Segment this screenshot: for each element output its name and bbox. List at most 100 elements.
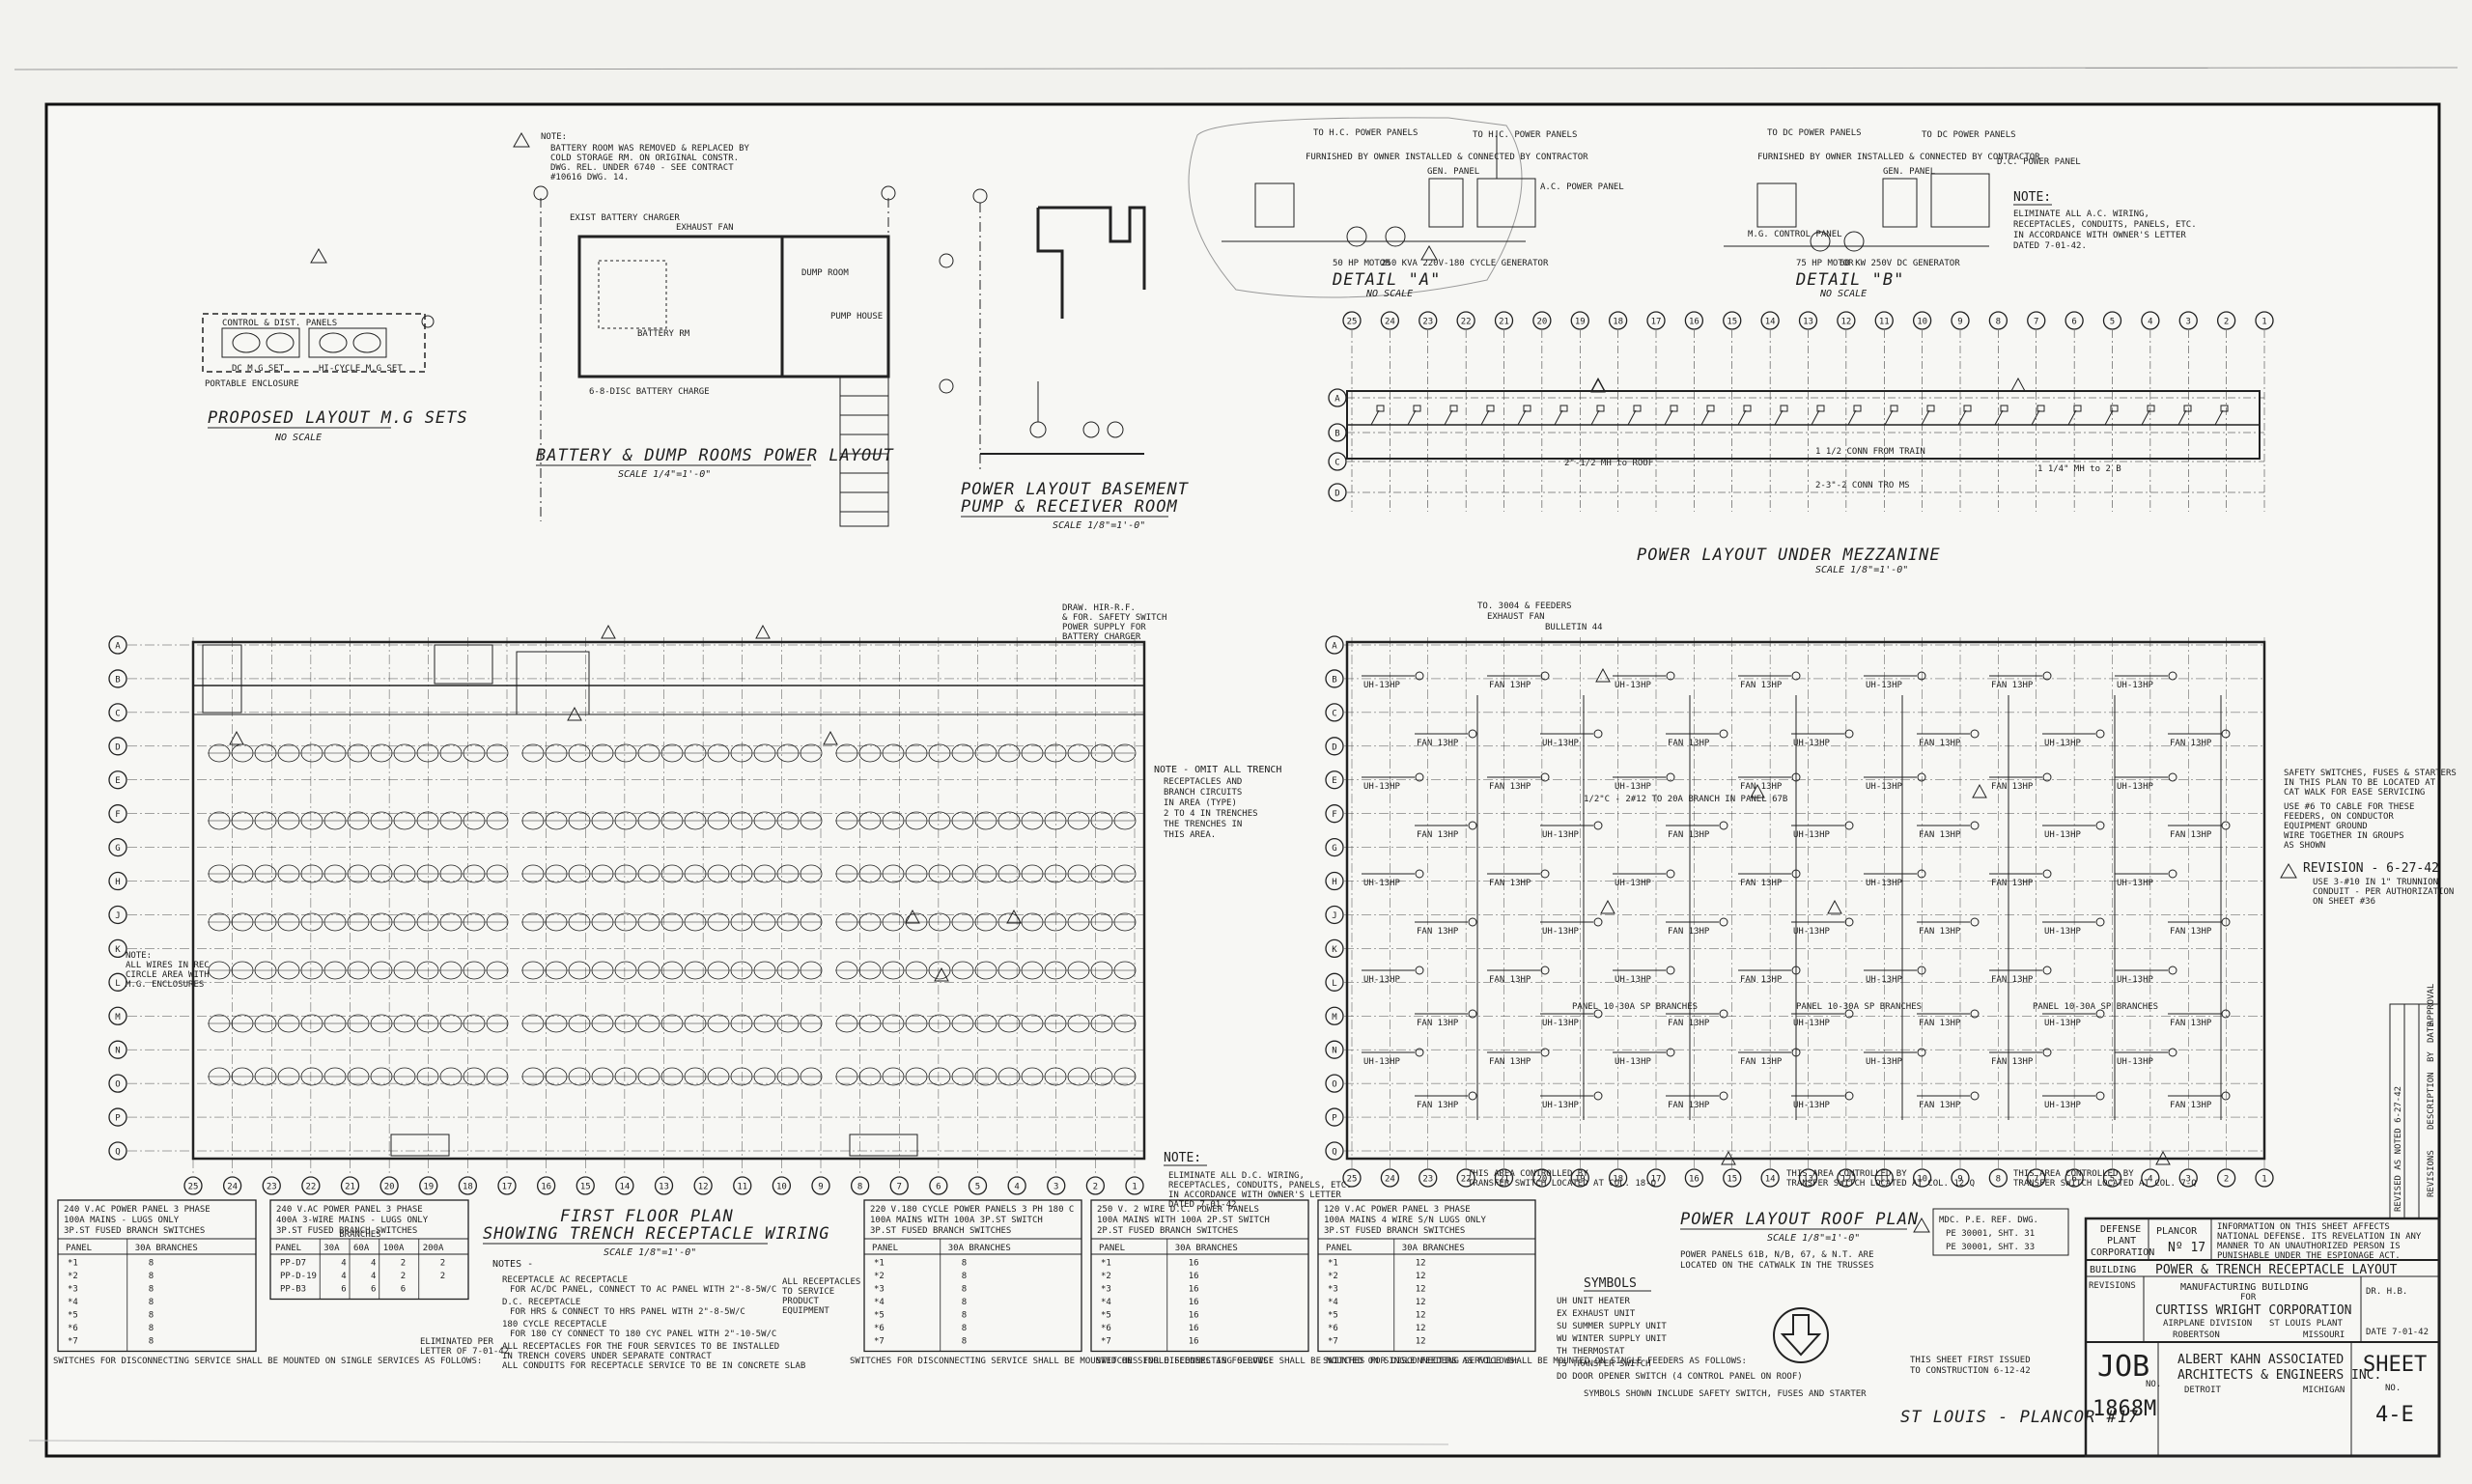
mezzanine-column-bubble	[1532, 311, 1552, 330]
unit-label: FAN 13HP	[1417, 1101, 1459, 1110]
detail-a-title: DETAIL "A"	[1332, 270, 1441, 290]
unit-label: UH-13HP	[2044, 1101, 2082, 1110]
roof-column-bubble	[1342, 1168, 1362, 1188]
mdc-line: PE 30001, SHT. 33	[1946, 1243, 2035, 1252]
roof-right-note: EQUIPMENT GROUND	[2284, 822, 2368, 831]
ff-row-bubble-label: J	[115, 911, 120, 921]
roof-column-bubble	[1760, 1168, 1780, 1188]
roof-column-bubble-label: 13	[1803, 1175, 1813, 1185]
ff-column-bubble	[811, 1176, 830, 1195]
battery-scale: SCALE 1/4"=1'-0"	[618, 469, 711, 480]
unit-symbol	[1468, 917, 1477, 927]
unit-label: UH-13HP	[2117, 782, 2154, 792]
ff-row-bubble	[108, 1040, 127, 1059]
ff-top-note: DRAW. HIR-R.F.	[1062, 603, 1136, 613]
battery-dump-layout: BATTERY RM EXIST BATTERY CHARGER EXHAUST…	[533, 185, 896, 527]
roof-column-bubble	[2027, 1168, 2046, 1188]
unit-label: FAN 13HP	[1919, 927, 1961, 937]
ff-row-bubble	[108, 1074, 127, 1093]
ff-column-bubble-label: 15	[580, 1183, 591, 1192]
ff-note: IN AREA (TYPE)	[1164, 798, 1237, 808]
roof-column-bubble	[1951, 1168, 1970, 1188]
schedule-cell: 16	[1189, 1337, 1199, 1347]
schedule-title: 220 V.180 CYCLE POWER PANELS 3 PH 180 C	[870, 1205, 1074, 1215]
title-block: DEFENSE PLANT CORPORATION PLANCOR Nº 17 …	[2084, 1217, 2441, 1458]
roof-bottom-label: THIS AREA CONTROLLED BY	[2013, 1169, 2134, 1179]
safety-switch	[1670, 405, 1678, 412]
schedule-title: 240 V.AC POWER PANEL 3 PHASE	[276, 1205, 423, 1215]
unit-label: UH-13HP	[1793, 1101, 1831, 1110]
unit-symbol	[2168, 671, 2177, 681]
schedule-header: 30A BRANCHES	[1175, 1244, 1238, 1253]
battery-note: NOTE: BATTERY ROOM WAS REMOVED & REPLACE…	[513, 131, 749, 182]
unit-label: UH-13HP	[1363, 782, 1401, 792]
revision-strip-frame	[2389, 1003, 2439, 1219]
unit-symbol	[2095, 729, 2105, 739]
column-bubble	[972, 188, 988, 204]
roof-revision: ON SHEET #36	[2313, 897, 2375, 907]
roof-column-bubble-label: 1	[2261, 1175, 2266, 1185]
unit-symbol	[1917, 869, 1926, 879]
roof-right-note: IN THIS PLAN TO BE LOCATED AT	[2284, 778, 2436, 788]
revision-triangle-icon	[310, 247, 327, 264]
ff-row-bubble-label: D	[115, 742, 120, 752]
issue-line: THIS SHEET FIRST ISSUED	[1910, 1356, 2031, 1365]
unit-symbol	[1917, 671, 1926, 681]
mezzanine-column-bubble-label: 3	[2186, 318, 2191, 327]
receptacle-note: IN TRENCH COVERS UNDER SEPARATE CONTRACT	[502, 1352, 712, 1361]
schedule-cell: *7	[1328, 1337, 1338, 1347]
roof-column-bubble-label: 6	[2071, 1175, 2076, 1185]
ff-column-bubble	[929, 1176, 948, 1195]
schedule-cell: 6	[401, 1285, 406, 1295]
unit-label: UH-13HP	[1615, 1057, 1652, 1067]
roof-column-bubble	[1646, 1168, 1666, 1188]
unit-symbol	[2221, 1009, 2231, 1019]
mezzanine-column-bubble-label: 14	[1765, 318, 1776, 327]
details-note-head: NOTE:	[2013, 190, 2051, 205]
revision-strip-label: DATE	[2427, 1022, 2436, 1043]
unit-label: FAN 13HP	[1919, 739, 1961, 748]
mezzanine-row-bubble	[1328, 483, 1347, 502]
unit-label: FAN 13HP	[1991, 975, 2034, 985]
column-bubble	[421, 315, 435, 328]
branch-circuit	[1407, 409, 1417, 426]
job-label: JOB	[2097, 1350, 2149, 1384]
ff-row-bubble	[108, 837, 127, 857]
unit-label: FAN 13HP	[1991, 1057, 2034, 1067]
roof-bottom-label: THIS AREA CONTROLLED BY	[1468, 1169, 1588, 1179]
schedule-cell: 16	[1189, 1311, 1199, 1321]
schedule-cell: 8	[149, 1272, 154, 1281]
roof-column-bubble	[2255, 1168, 2274, 1188]
north-arrow-icon	[1780, 1314, 1822, 1357]
roof-row-bubble-label: E	[1332, 776, 1336, 786]
detail-a-label: 50 HP MOTOR	[1333, 259, 1390, 268]
mezzanine-column-bubble	[1456, 311, 1475, 330]
unit-symbol	[1970, 729, 1980, 739]
schedule-cell: *3	[1328, 1285, 1338, 1295]
revision-strip-label: DESCRIPTION	[2427, 1072, 2436, 1130]
mg-label: CONTROL & DIST. PANELS	[222, 319, 337, 328]
details-note-line: ELIMINATE ALL A.C. WIRING,	[2013, 210, 2149, 219]
schedule-frame	[1317, 1199, 1536, 1353]
schedule-cell: 12	[1416, 1259, 1426, 1269]
paper-edge	[14, 67, 2458, 70]
schedule-cell: 4	[341, 1272, 346, 1281]
unit-symbol	[2168, 966, 2177, 975]
mezzanine-column-bubble-label: 2	[2224, 318, 2229, 327]
generator-symbol	[1385, 226, 1406, 247]
unit-label: FAN 13HP	[1417, 830, 1459, 840]
branch-circuit	[2177, 409, 2187, 426]
sheet-label: SHEET	[2363, 1353, 2427, 1377]
mg-scale: NO SCALE	[274, 433, 322, 443]
mezzanine-column-bubble	[2027, 311, 2046, 330]
roof-revision: USE 3-#10 IN 1" TRUNNION	[2313, 878, 2438, 887]
revision-triangle-icon	[905, 909, 920, 924]
unit-symbol	[1468, 1009, 1477, 1019]
roof-branch-label: PANEL 10-30A SP BRANCHES	[1796, 1002, 1922, 1012]
row-bubble	[939, 253, 954, 268]
dc-mg-set	[221, 327, 300, 358]
roof-column-bubble	[1456, 1168, 1475, 1188]
unit-label: UH-13HP	[1615, 975, 1652, 985]
roof-row-bubble	[1325, 703, 1344, 722]
